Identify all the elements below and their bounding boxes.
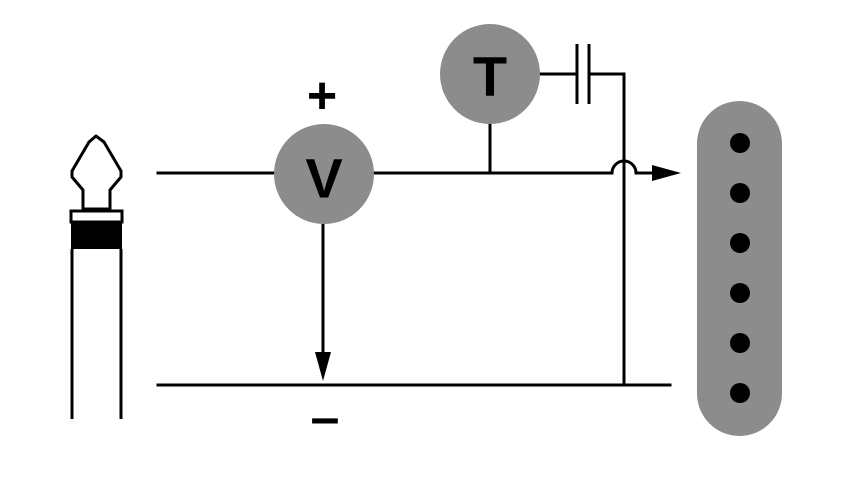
pole-piece: [730, 333, 750, 353]
pickup-pole-pieces: [730, 133, 750, 403]
capacitor-icon: [575, 44, 591, 104]
pole-piece: [730, 183, 750, 203]
capacitor-to-ground-wire: [588, 72, 626, 387]
pole-piece: [730, 283, 750, 303]
tuner-node: T: [440, 24, 540, 124]
pole-piece: [730, 233, 750, 253]
voltage-node-label: V: [305, 147, 342, 210]
audio-jack-plug-icon: [69, 134, 124, 419]
pole-piece: [730, 133, 750, 153]
signal-arrowhead-icon: [652, 165, 681, 181]
positive-terminal-label: +: [307, 67, 337, 125]
negative-terminal-label: –: [311, 389, 340, 447]
pickup-icon: [697, 101, 782, 436]
tuner-node-label: T: [473, 45, 507, 108]
pole-piece: [730, 383, 750, 403]
pickup-body: [697, 101, 782, 436]
ground-arrowhead-icon: [315, 352, 331, 381]
voltage-node: V: [274, 124, 374, 224]
